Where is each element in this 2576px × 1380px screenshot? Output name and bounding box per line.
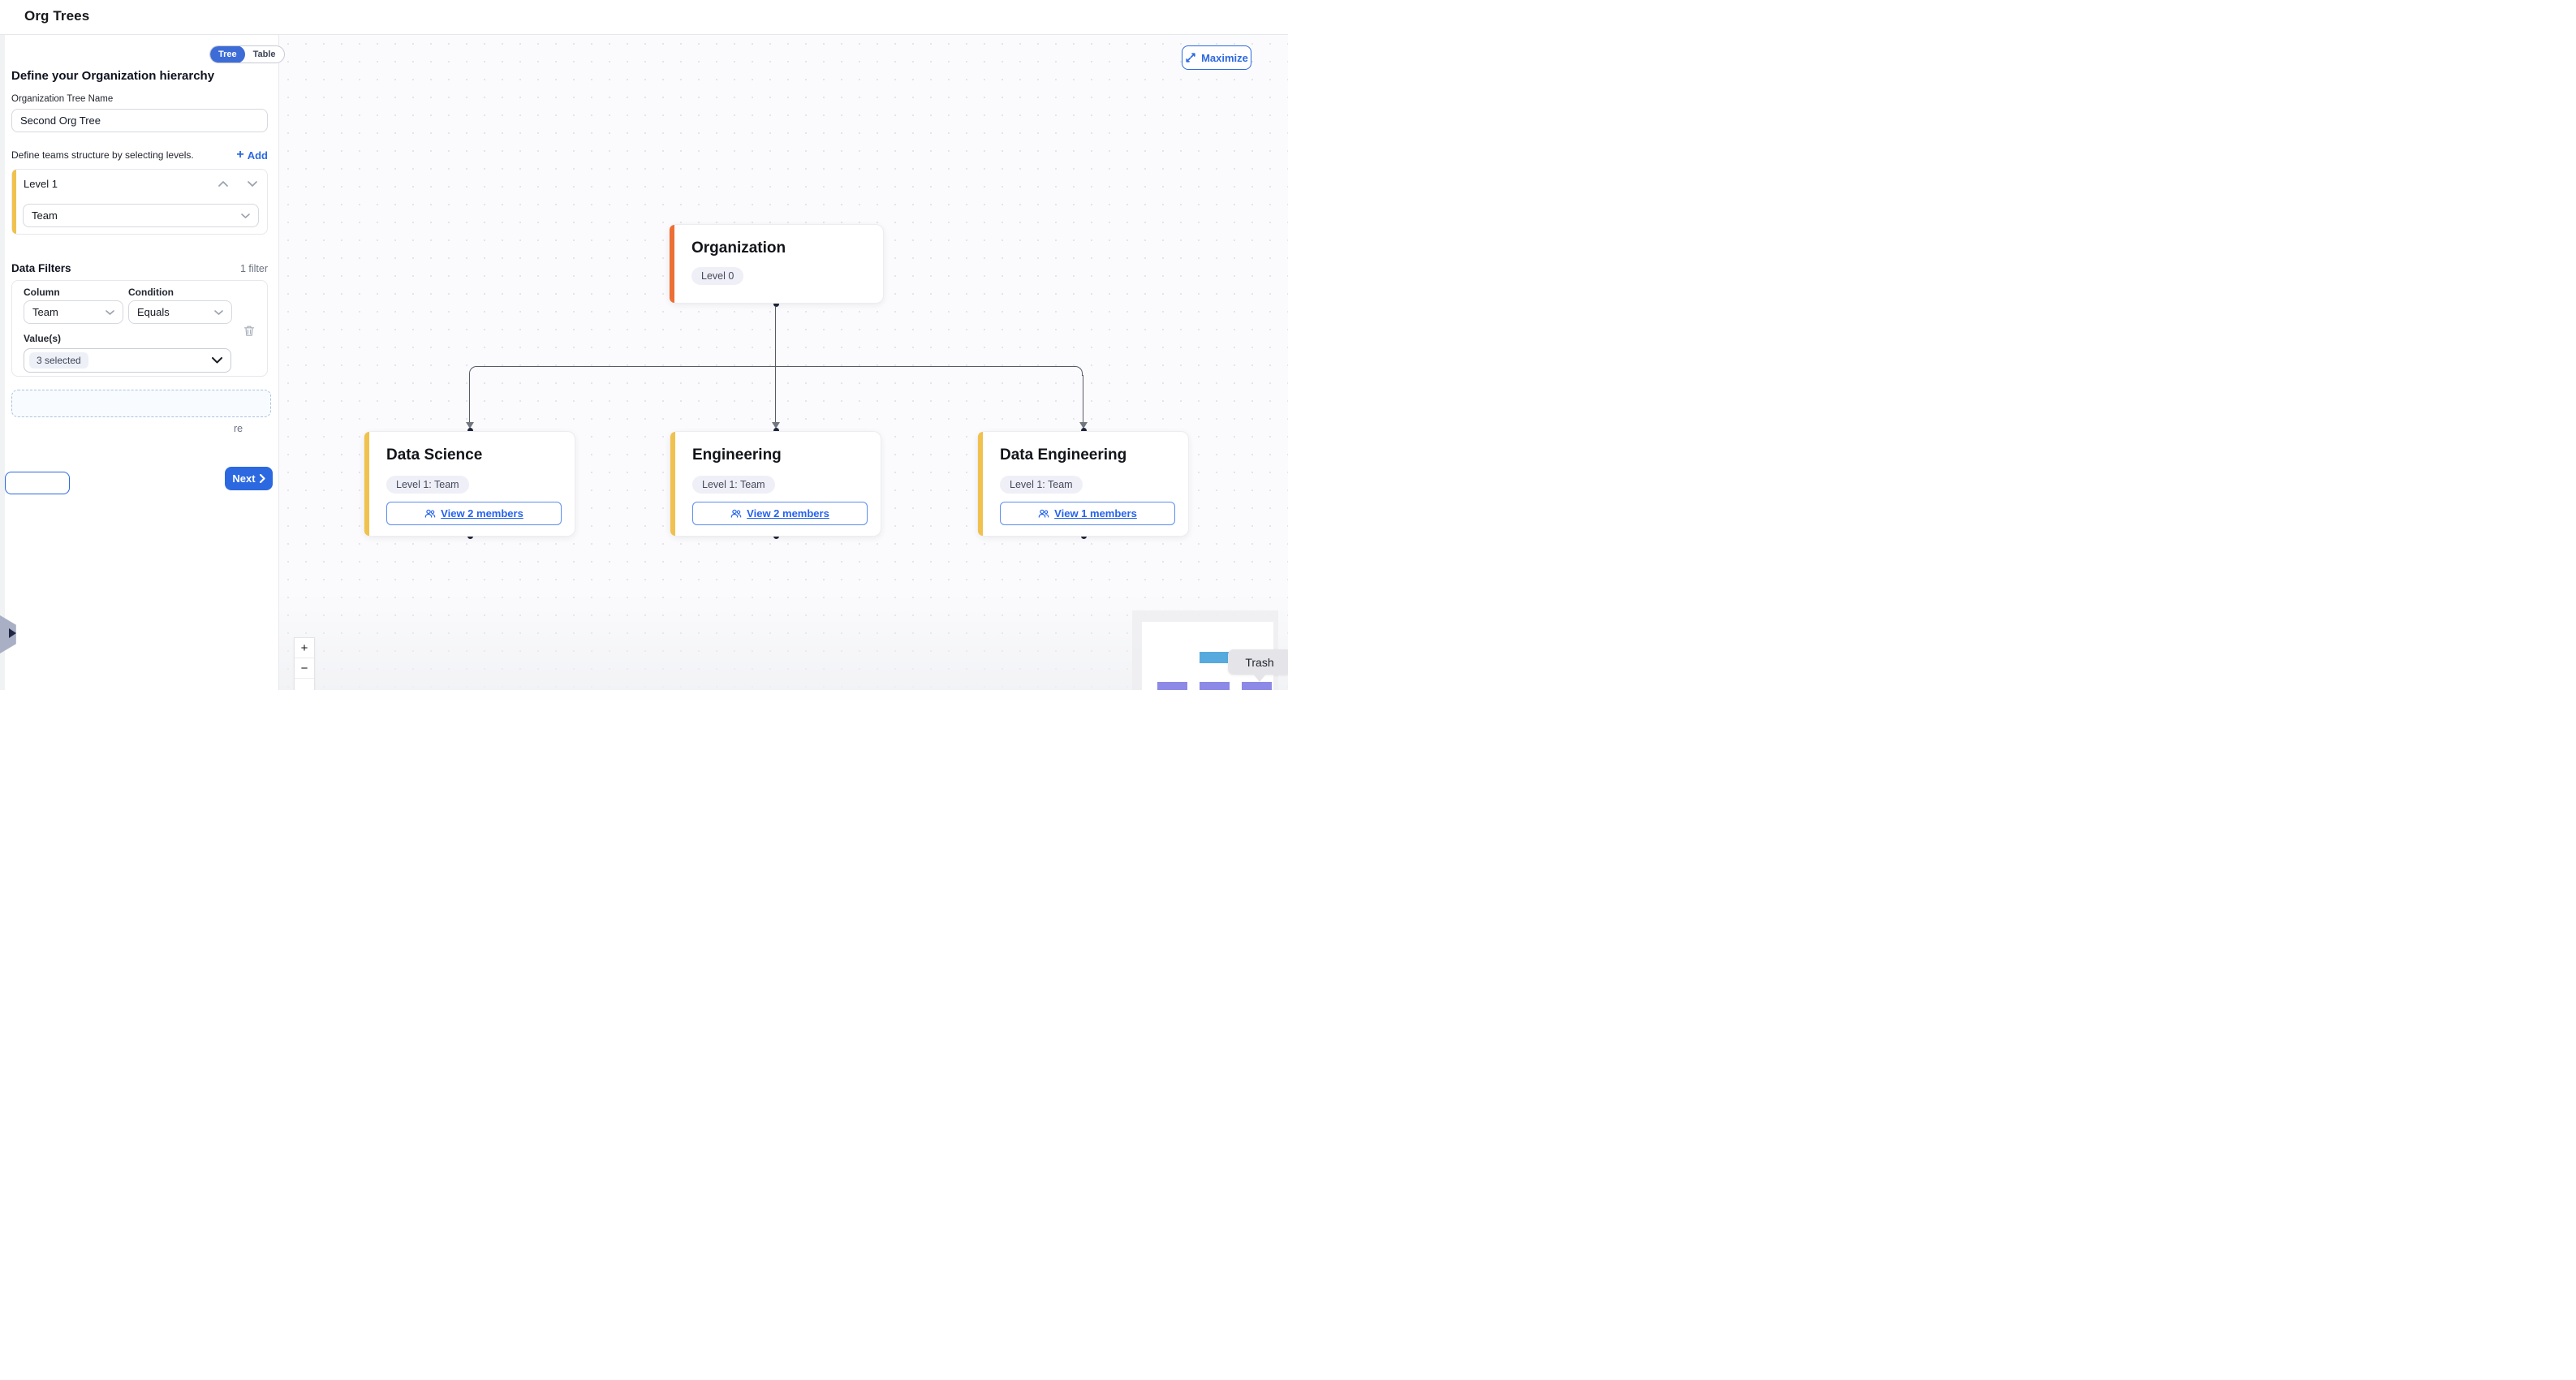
level-accent-bar <box>12 170 16 234</box>
fit-view-button[interactable] <box>295 679 314 690</box>
org-tree-canvas[interactable]: Maximize Organization Level 0 Data Scien… <box>278 35 1288 690</box>
level-badge: Level 1: Team <box>1000 476 1083 494</box>
node-title: Data Engineering <box>1000 446 1127 464</box>
port-dot[interactable] <box>1080 427 1087 433</box>
hierarchy-heading: Define your Organization hierarchy <box>11 69 215 83</box>
port-dot[interactable] <box>773 301 779 307</box>
next-button[interactable]: Next <box>225 467 273 490</box>
arrowhead-icon <box>1079 422 1088 429</box>
org-node-child[interactable]: Engineering Level 1: Team View 2 members <box>670 431 881 537</box>
node-title: Engineering <box>692 446 782 464</box>
expand-arrow-icon <box>9 628 16 638</box>
selected-count-chip: 3 selected <box>29 352 88 369</box>
chevron-down-icon <box>241 213 250 218</box>
node-accent-bar <box>978 432 983 536</box>
tooltip-tail <box>1252 673 1267 682</box>
tree-name-input[interactable] <box>11 109 268 132</box>
values-multiselect[interactable]: 3 selected <box>24 348 231 373</box>
trash-icon <box>243 326 255 336</box>
connector-bus <box>476 366 1076 367</box>
connector-drop-left <box>469 375 470 422</box>
port-dot[interactable] <box>773 427 779 433</box>
level-title: Level 1 <box>24 178 58 190</box>
levels-hint: Define teams structure by selecting leve… <box>11 149 194 161</box>
node-title: Data Science <box>386 446 483 464</box>
chevron-up-icon[interactable] <box>218 181 228 187</box>
org-node-root[interactable]: Organization Level 0 <box>669 224 884 304</box>
add-level-button[interactable]: + Add <box>236 148 268 162</box>
chevron-down-icon <box>106 309 114 315</box>
chevron-down-icon <box>214 309 223 315</box>
connector-corner-right <box>1075 366 1083 376</box>
page-title: Org Trees <box>24 8 90 24</box>
node-accent-bar <box>670 225 674 303</box>
chevron-down-icon <box>212 357 222 364</box>
column-select[interactable]: Team <box>24 300 123 324</box>
plus-icon: + <box>236 148 244 162</box>
data-filters-title: Data Filters <box>11 262 71 274</box>
connector-root-stem <box>775 307 776 366</box>
node-accent-bar <box>670 432 675 536</box>
org-node-child[interactable]: Data Engineering Level 1: Team View 1 me… <box>977 431 1189 537</box>
remove-filter-button[interactable] <box>242 323 256 338</box>
expand-icon <box>1186 53 1195 63</box>
sidebar-scroll-gutter[interactable] <box>0 35 5 690</box>
node-accent-bar <box>364 432 369 536</box>
sidebar-panel: Tree Table Define your Organization hier… <box>0 35 285 690</box>
view-members-button[interactable]: View 2 members <box>386 502 562 525</box>
members-icon <box>1038 509 1049 518</box>
toggle-tree[interactable]: Tree <box>210 46 245 63</box>
level-badge: Level 0 <box>691 267 744 285</box>
chevron-down-icon[interactable] <box>248 181 257 187</box>
level-type-select[interactable]: Team <box>23 204 259 227</box>
chevron-right-icon <box>259 474 265 483</box>
filter-card: Column Condition Team Equals Value(s) 3 … <box>11 280 268 377</box>
column-label: Column <box>24 287 60 298</box>
view-members-button[interactable]: View 2 members <box>692 502 868 525</box>
minimap-node-child <box>1242 682 1272 690</box>
zoom-out-button[interactable]: − <box>295 658 314 679</box>
node-title: Organization <box>691 239 786 257</box>
zoom-in-button[interactable]: + <box>295 638 314 658</box>
tree-name-label: Organization Tree Name <box>11 94 114 104</box>
level-card: Level 1 Team <box>11 169 268 235</box>
minimap-node-root <box>1200 652 1229 663</box>
members-icon <box>424 509 436 518</box>
level-badge: Level 1: Team <box>692 476 775 494</box>
back-button-partial[interactable] <box>5 472 70 494</box>
trash-tooltip: Trash <box>1228 649 1288 675</box>
add-filter-dropzone[interactable] <box>11 390 271 417</box>
port-dot[interactable] <box>467 427 473 433</box>
org-node-child[interactable]: Data Science Level 1: Team View 2 member… <box>364 431 575 537</box>
condition-select[interactable]: Equals <box>128 300 232 324</box>
condition-label: Condition <box>128 287 174 298</box>
members-icon <box>730 509 742 518</box>
view-mode-toggle[interactable]: Tree Table <box>209 45 285 63</box>
connector-drop-mid <box>775 366 776 422</box>
obscured-text-fragment: re <box>234 423 243 434</box>
view-members-button[interactable]: View 1 members <box>1000 502 1175 525</box>
filter-count-badge: 1 filter <box>239 263 268 274</box>
connector-corner-left <box>469 366 476 376</box>
minimap-node-child <box>1157 682 1187 690</box>
toggle-table[interactable]: Table <box>252 50 276 59</box>
app-header: Org Trees <box>0 0 1288 35</box>
maximize-button[interactable]: Maximize <box>1182 45 1251 70</box>
zoom-controls: + − <box>294 637 315 690</box>
panel-edge-handle[interactable] <box>0 615 16 653</box>
minimap-node-child <box>1200 682 1230 690</box>
values-label: Value(s) <box>24 333 62 344</box>
level-badge: Level 1: Team <box>386 476 469 494</box>
arrowhead-icon <box>465 422 474 429</box>
arrowhead-icon <box>771 422 780 429</box>
